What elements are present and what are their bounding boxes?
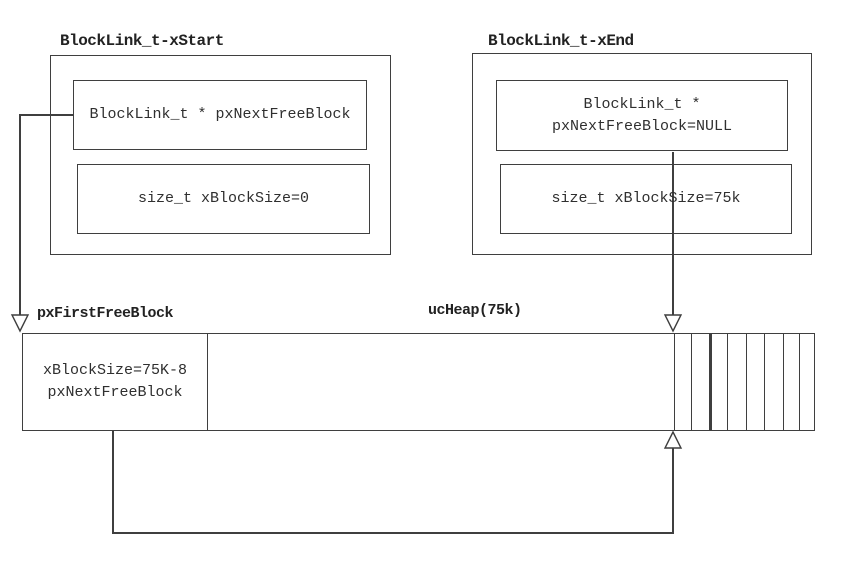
ucheap-label: ucHeap(75k)	[428, 302, 522, 319]
arrow-firstblock-loop-to-heapend	[112, 431, 674, 534]
heap-stripe	[746, 334, 748, 430]
arrowhead-down-heapend-icon	[663, 314, 683, 333]
heap-stripe	[727, 334, 729, 430]
xstart-title: BlockLink_t-xStart	[60, 32, 224, 50]
heap-stripe	[691, 334, 693, 430]
heap-stripe	[783, 334, 785, 430]
xstart-pxnextfreeblock-field: BlockLink_t * pxNextFreeBlock	[73, 80, 367, 150]
xend-pxnextfreeblock-field: BlockLink_t * pxNextFreeBlock=NULL	[496, 80, 788, 151]
ucheap-bar: xBlockSize=75K-8 pxNextFreeBlock	[22, 333, 815, 431]
pxfirstfreeblock-label: pxFirstFreeBlock	[37, 305, 174, 322]
xend-title: BlockLink_t-xEnd	[488, 32, 634, 50]
arrowhead-down-firstfreeblock-icon	[10, 314, 30, 333]
xstart-xblocksize-field: size_t xBlockSize=0	[77, 164, 370, 234]
heap-stripe	[674, 334, 676, 430]
xend-struct-box	[472, 53, 812, 255]
heap-stripe	[799, 334, 801, 430]
xstart-struct-box	[50, 55, 391, 255]
arrowhead-up-heapend-icon	[663, 430, 683, 449]
heap-stripe	[764, 334, 766, 430]
heap-stripe	[709, 334, 712, 430]
xend-xblocksize-field: size_t xBlockSize=75k	[500, 164, 792, 234]
first-free-block-cell: xBlockSize=75K-8 pxNextFreeBlock	[23, 334, 208, 430]
